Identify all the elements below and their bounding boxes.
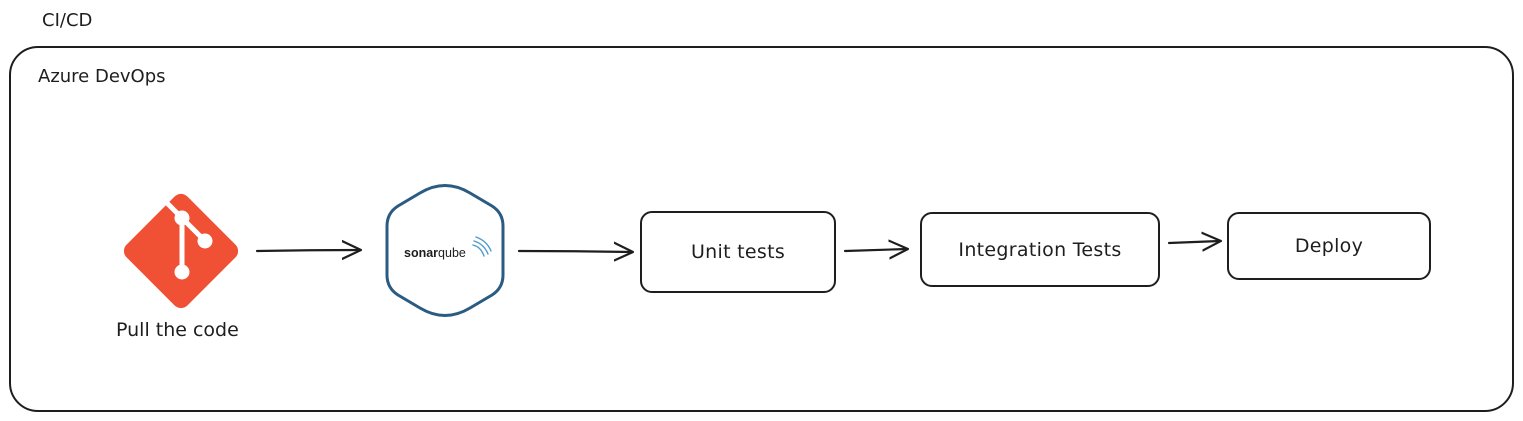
arrow-sonarqube-to-unit-tests <box>517 251 632 252</box>
arrow-unit-tests-to-integration-tests <box>843 249 907 251</box>
integration-tests-label: Integration Tests <box>958 238 1122 261</box>
arrow-integration-tests-to-deploy <box>1167 241 1220 243</box>
deploy-box[interactable]: Deploy <box>1227 212 1431 280</box>
sonarqube-icon[interactable]: sonarqube <box>385 184 505 317</box>
arrow-git-to-sonarqube <box>255 250 360 251</box>
azure-devops-container <box>9 46 1514 412</box>
sonarqube-waves-icon <box>472 236 492 257</box>
git-icon[interactable] <box>120 190 242 312</box>
diagram-title: CI/CD <box>42 10 93 31</box>
sonarqube-wordmark: sonarqube <box>404 246 466 260</box>
deploy-label: Deploy <box>1294 235 1364 257</box>
integration-tests-box[interactable]: Integration Tests <box>920 212 1160 287</box>
sonarqube-wordmark-sonar: sonar <box>404 246 438 260</box>
pull-code-label: Pull the code <box>116 319 239 341</box>
unit-tests-box[interactable]: Unit tests <box>640 211 836 293</box>
group-label: Azure DevOps <box>38 66 166 87</box>
unit-tests-label: Unit tests <box>690 241 786 263</box>
sonarqube-wordmark-qube: qube <box>438 246 466 260</box>
